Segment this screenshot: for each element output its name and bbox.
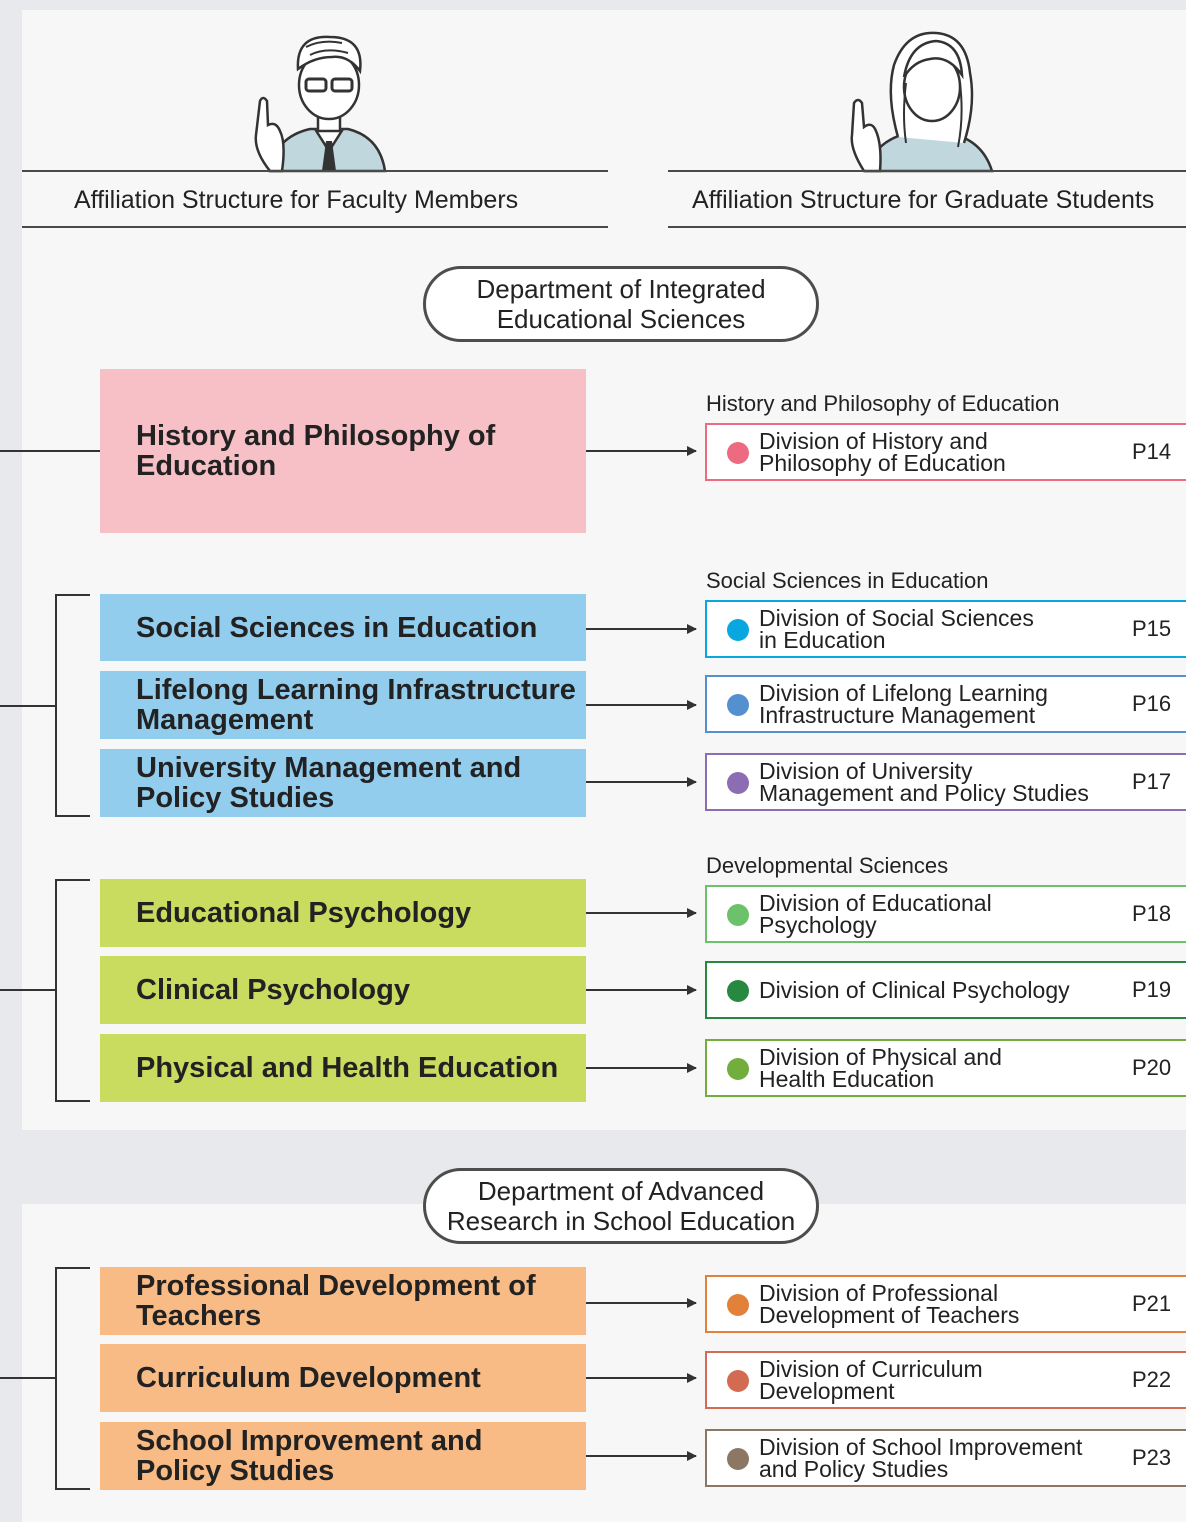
school-group-bracket (55, 1267, 90, 1490)
faculty-unit-label: University Management and Policy Studies (136, 752, 522, 814)
division-name: Division of Professional Development of … (759, 1280, 1020, 1328)
graduate-student-illustration (850, 31, 994, 173)
division-name: Division of History and Philosophy of Ed… (759, 428, 1006, 476)
faculty-unit-history-philosophy: History and Philosophy of Education (100, 369, 586, 533)
division-university-management[interactable]: Division of University Management and Po… (705, 753, 1186, 811)
page-number: P23 (1132, 1445, 1172, 1470)
brown-dot-icon (727, 1448, 749, 1470)
green-dot-icon (727, 1058, 749, 1080)
faculty-unit-label: Physical and Health Education (136, 1052, 559, 1084)
cyan-dot-icon (727, 619, 749, 641)
faculty-unit-social-sciences: Social Sciences in Education (100, 594, 586, 661)
pink-dot-icon (727, 442, 749, 464)
faculty-unit-label: History and Philosophy of Education (136, 420, 496, 482)
group-label-social-sciences: Social Sciences in Education (706, 568, 989, 593)
orange-dot-icon (727, 1294, 749, 1316)
department-name: Department of Advanced Research in Schoo… (446, 1176, 796, 1236)
faculty-header-top-rule (22, 170, 608, 172)
faculty-unit-school-improvement: School Improvement and Policy Studies (100, 1422, 586, 1490)
faculty-unit-curriculum-development: Curriculum Development (100, 1344, 586, 1412)
faculty-unit-label: Clinical Psychology (136, 974, 410, 1006)
faculty-unit-physical-health: Physical and Health Education (100, 1034, 586, 1102)
group-label-history-philosophy: History and Philosophy of Education (706, 391, 1060, 416)
blue-dot-icon (727, 694, 749, 716)
page-number: P15 (1132, 616, 1172, 641)
students-header-title: Affiliation Structure for Graduate Stude… (692, 186, 1155, 214)
faculty-header-bottom-rule (22, 226, 608, 228)
division-name: Division of Lifelong Learning Infrastruc… (759, 680, 1048, 728)
group-label-developmental-sciences: Developmental Sciences (706, 853, 949, 878)
page-number: P20 (1132, 1055, 1172, 1080)
division-professional-development[interactable]: Division of Professional Development of … (705, 1275, 1186, 1333)
students-header-top-rule (668, 170, 1186, 172)
faculty-unit-lifelong-learning: Lifelong Learning Infrastructure Managem… (100, 671, 586, 739)
faculty-unit-educational-psychology: Educational Psychology (100, 879, 586, 947)
division-curriculum-development[interactable]: Division of Curriculum Development P22 (705, 1351, 1186, 1409)
social-group-bracket (55, 594, 90, 817)
division-name: Division of Educational Psychology (759, 890, 992, 938)
purple-dot-icon (727, 772, 749, 794)
faculty-unit-clinical-psychology: Clinical Psychology (100, 956, 586, 1024)
department-integrated-educational-sciences: Department of Integrated Educational Sci… (423, 266, 819, 342)
division-name: Division of Social Sciences in Education (759, 605, 1034, 653)
division-lifelong-learning[interactable]: Division of Lifelong Learning Infrastruc… (705, 675, 1186, 733)
faculty-unit-professional-development: Professional Development of Teachers (100, 1267, 586, 1335)
division-clinical-psychology[interactable]: Division of Clinical Psychology P19 (705, 961, 1186, 1019)
students-header-bottom-rule (668, 226, 1186, 228)
division-name: Division of Clinical Psychology (759, 977, 1070, 1003)
faculty-member-illustration (254, 35, 387, 173)
faculty-header-title: Affiliation Structure for Faculty Member… (74, 186, 519, 214)
faculty-unit-label: Educational Psychology (136, 897, 472, 929)
division-history-philosophy[interactable]: Division of History and Philosophy of Ed… (705, 423, 1186, 481)
faculty-unit-university-management: University Management and Policy Studies (100, 749, 586, 817)
developmental-group-bracket (55, 879, 90, 1102)
page-number: P16 (1132, 691, 1172, 716)
division-name: Division of Physical and Health Educatio… (759, 1044, 1002, 1092)
faculty-unit-label: School Improvement and Policy Studies (136, 1425, 483, 1487)
dark-green-dot-icon (727, 980, 749, 1002)
faculty-unit-label: Social Sciences in Education (136, 611, 538, 644)
faculty-unit-label: Lifelong Learning Infrastructure Managem… (136, 674, 576, 736)
page-number: P18 (1132, 901, 1172, 926)
page-number: P22 (1132, 1367, 1172, 1392)
page-number: P19 (1132, 977, 1172, 1002)
division-school-improvement[interactable]: Division of School Improvement and Polic… (705, 1429, 1186, 1487)
division-name: Division of School Improvement and Polic… (759, 1434, 1083, 1482)
division-name: Division of University Management and Po… (759, 758, 1089, 806)
department-name: Department of Integrated Educational Sci… (476, 274, 766, 334)
division-name: Division of Curriculum Development (759, 1356, 983, 1404)
light-green-dot-icon (727, 904, 749, 926)
page-number: P17 (1132, 769, 1172, 794)
division-educational-psychology[interactable]: Division of Educational Psychology P18 (705, 885, 1186, 943)
coral-dot-icon (727, 1370, 749, 1392)
faculty-unit-label: Professional Development of Teachers (136, 1270, 536, 1332)
department-advanced-research-school-education: Department of Advanced Research in Schoo… (423, 1168, 819, 1244)
page-number: P14 (1132, 439, 1172, 464)
page-number: P21 (1132, 1291, 1172, 1316)
division-social-sciences[interactable]: Division of Social Sciences in Education… (705, 600, 1186, 658)
faculty-unit-label: Curriculum Development (136, 1362, 481, 1394)
division-physical-health[interactable]: Division of Physical and Health Educatio… (705, 1039, 1186, 1097)
